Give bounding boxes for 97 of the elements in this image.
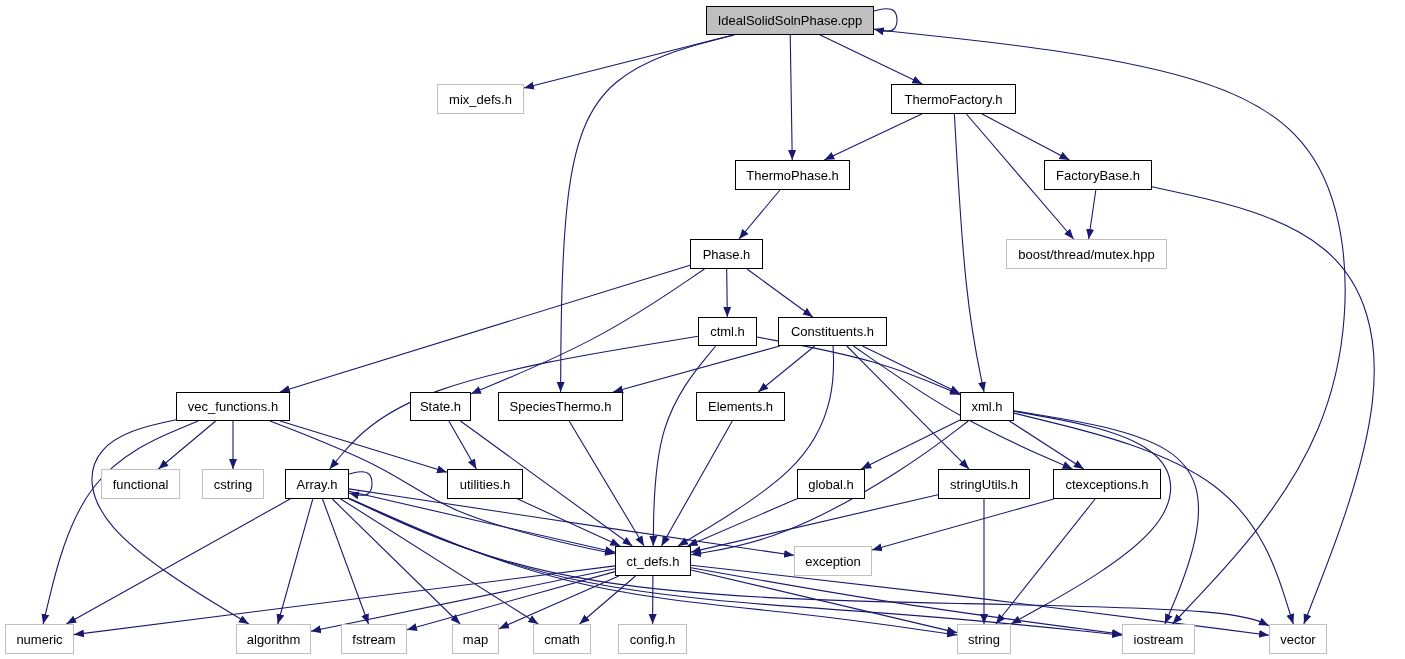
file-node: stringUtils.h <box>938 469 1030 499</box>
arrow <box>321 498 370 625</box>
file-node: FactoryBase.h <box>1044 160 1152 190</box>
file-node: ThermoPhase.h <box>735 160 850 190</box>
file-node: functional <box>101 469 180 499</box>
arrow <box>995 498 1096 625</box>
arrow <box>965 113 1075 240</box>
arrow <box>448 420 477 470</box>
arrow <box>348 497 958 638</box>
arrow <box>788 34 797 161</box>
file-node: Elements.h <box>696 392 785 421</box>
file-node: SpeciesThermo.h <box>498 392 623 421</box>
file-node: Array.h <box>285 469 349 499</box>
arrow <box>823 113 923 161</box>
arrow <box>677 345 835 547</box>
file-node: ct_defs.h <box>615 546 691 576</box>
arrow <box>819 34 923 85</box>
arrow <box>746 268 814 318</box>
arrow <box>73 565 616 638</box>
arrow <box>498 575 620 630</box>
arrow <box>470 268 705 395</box>
arrow <box>981 113 1071 161</box>
arrow <box>660 420 733 547</box>
file-node: vec_functions.h <box>176 392 290 421</box>
file-node: Constituents.h <box>778 317 887 346</box>
file-node: cmath <box>533 624 591 654</box>
file-node: numeric <box>5 624 74 654</box>
arrow <box>860 419 961 470</box>
arrow <box>612 345 781 394</box>
arrow <box>348 488 795 558</box>
arrow <box>648 575 657 625</box>
arrow <box>723 268 732 318</box>
arrow <box>687 498 798 547</box>
arrow <box>310 568 616 634</box>
arrow <box>279 420 448 474</box>
file-node: exception <box>794 546 872 576</box>
file-node: IdealSolidSolnPhase.cpp <box>706 6 874 35</box>
arrow <box>1013 410 1200 625</box>
arrow <box>517 498 621 547</box>
arrow <box>852 345 1074 470</box>
arrow <box>690 420 969 558</box>
arrow <box>1008 420 1085 470</box>
arrow <box>348 471 373 500</box>
arrow <box>690 564 1270 638</box>
arrow <box>1151 186 1375 625</box>
arrow <box>229 420 237 470</box>
arrow <box>1010 410 1172 625</box>
file-node: ctml.h <box>698 317 757 346</box>
arrow <box>757 345 816 393</box>
arrow <box>1086 189 1097 240</box>
arrow <box>65 498 291 625</box>
file-node: Phase.h <box>690 239 763 269</box>
file-node: boost/thread/mutex.hpp <box>1006 239 1167 269</box>
arrow <box>871 498 1055 552</box>
arrow <box>331 498 461 625</box>
arrow <box>340 498 539 625</box>
file-node: config.h <box>618 624 687 654</box>
arrow <box>348 490 616 554</box>
arrow <box>556 34 735 393</box>
file-node: iostream <box>1122 624 1195 654</box>
arrow <box>459 420 633 547</box>
arrow <box>406 571 616 631</box>
arrow <box>41 420 199 625</box>
arrow <box>690 567 1123 637</box>
arrow <box>690 494 939 554</box>
arrow <box>738 189 781 240</box>
arrow <box>953 113 986 393</box>
arrow <box>980 498 988 625</box>
file-node: utilities.h <box>447 469 523 499</box>
file-node: cstring <box>202 469 264 499</box>
file-node: global.h <box>797 469 865 499</box>
arrow <box>348 498 1270 627</box>
file-node: mix_defs.h <box>437 84 524 114</box>
arrow <box>873 29 1346 625</box>
file-node: fstream <box>341 624 407 654</box>
arrow <box>276 498 314 625</box>
file-node: map <box>452 624 499 654</box>
arrow <box>157 420 217 470</box>
arrow <box>873 8 898 36</box>
arrow <box>861 345 961 394</box>
arrow <box>649 345 717 547</box>
arrow <box>846 345 970 470</box>
file-node: algorithm <box>236 624 311 654</box>
arrow <box>1013 412 1295 625</box>
file-node: ThermoFactory.h <box>891 84 1016 114</box>
arrow <box>568 420 645 547</box>
arrow <box>690 569 958 635</box>
arrow <box>279 264 691 393</box>
arrow <box>91 419 250 625</box>
file-node: State.h <box>410 392 471 421</box>
file-node: vector <box>1269 624 1327 654</box>
arrow <box>269 420 616 556</box>
file-node: string <box>957 624 1011 654</box>
file-node: xml.h <box>960 392 1014 421</box>
file-node: ctexceptions.h <box>1053 469 1161 499</box>
arrow <box>578 575 637 625</box>
arrow <box>329 335 699 470</box>
